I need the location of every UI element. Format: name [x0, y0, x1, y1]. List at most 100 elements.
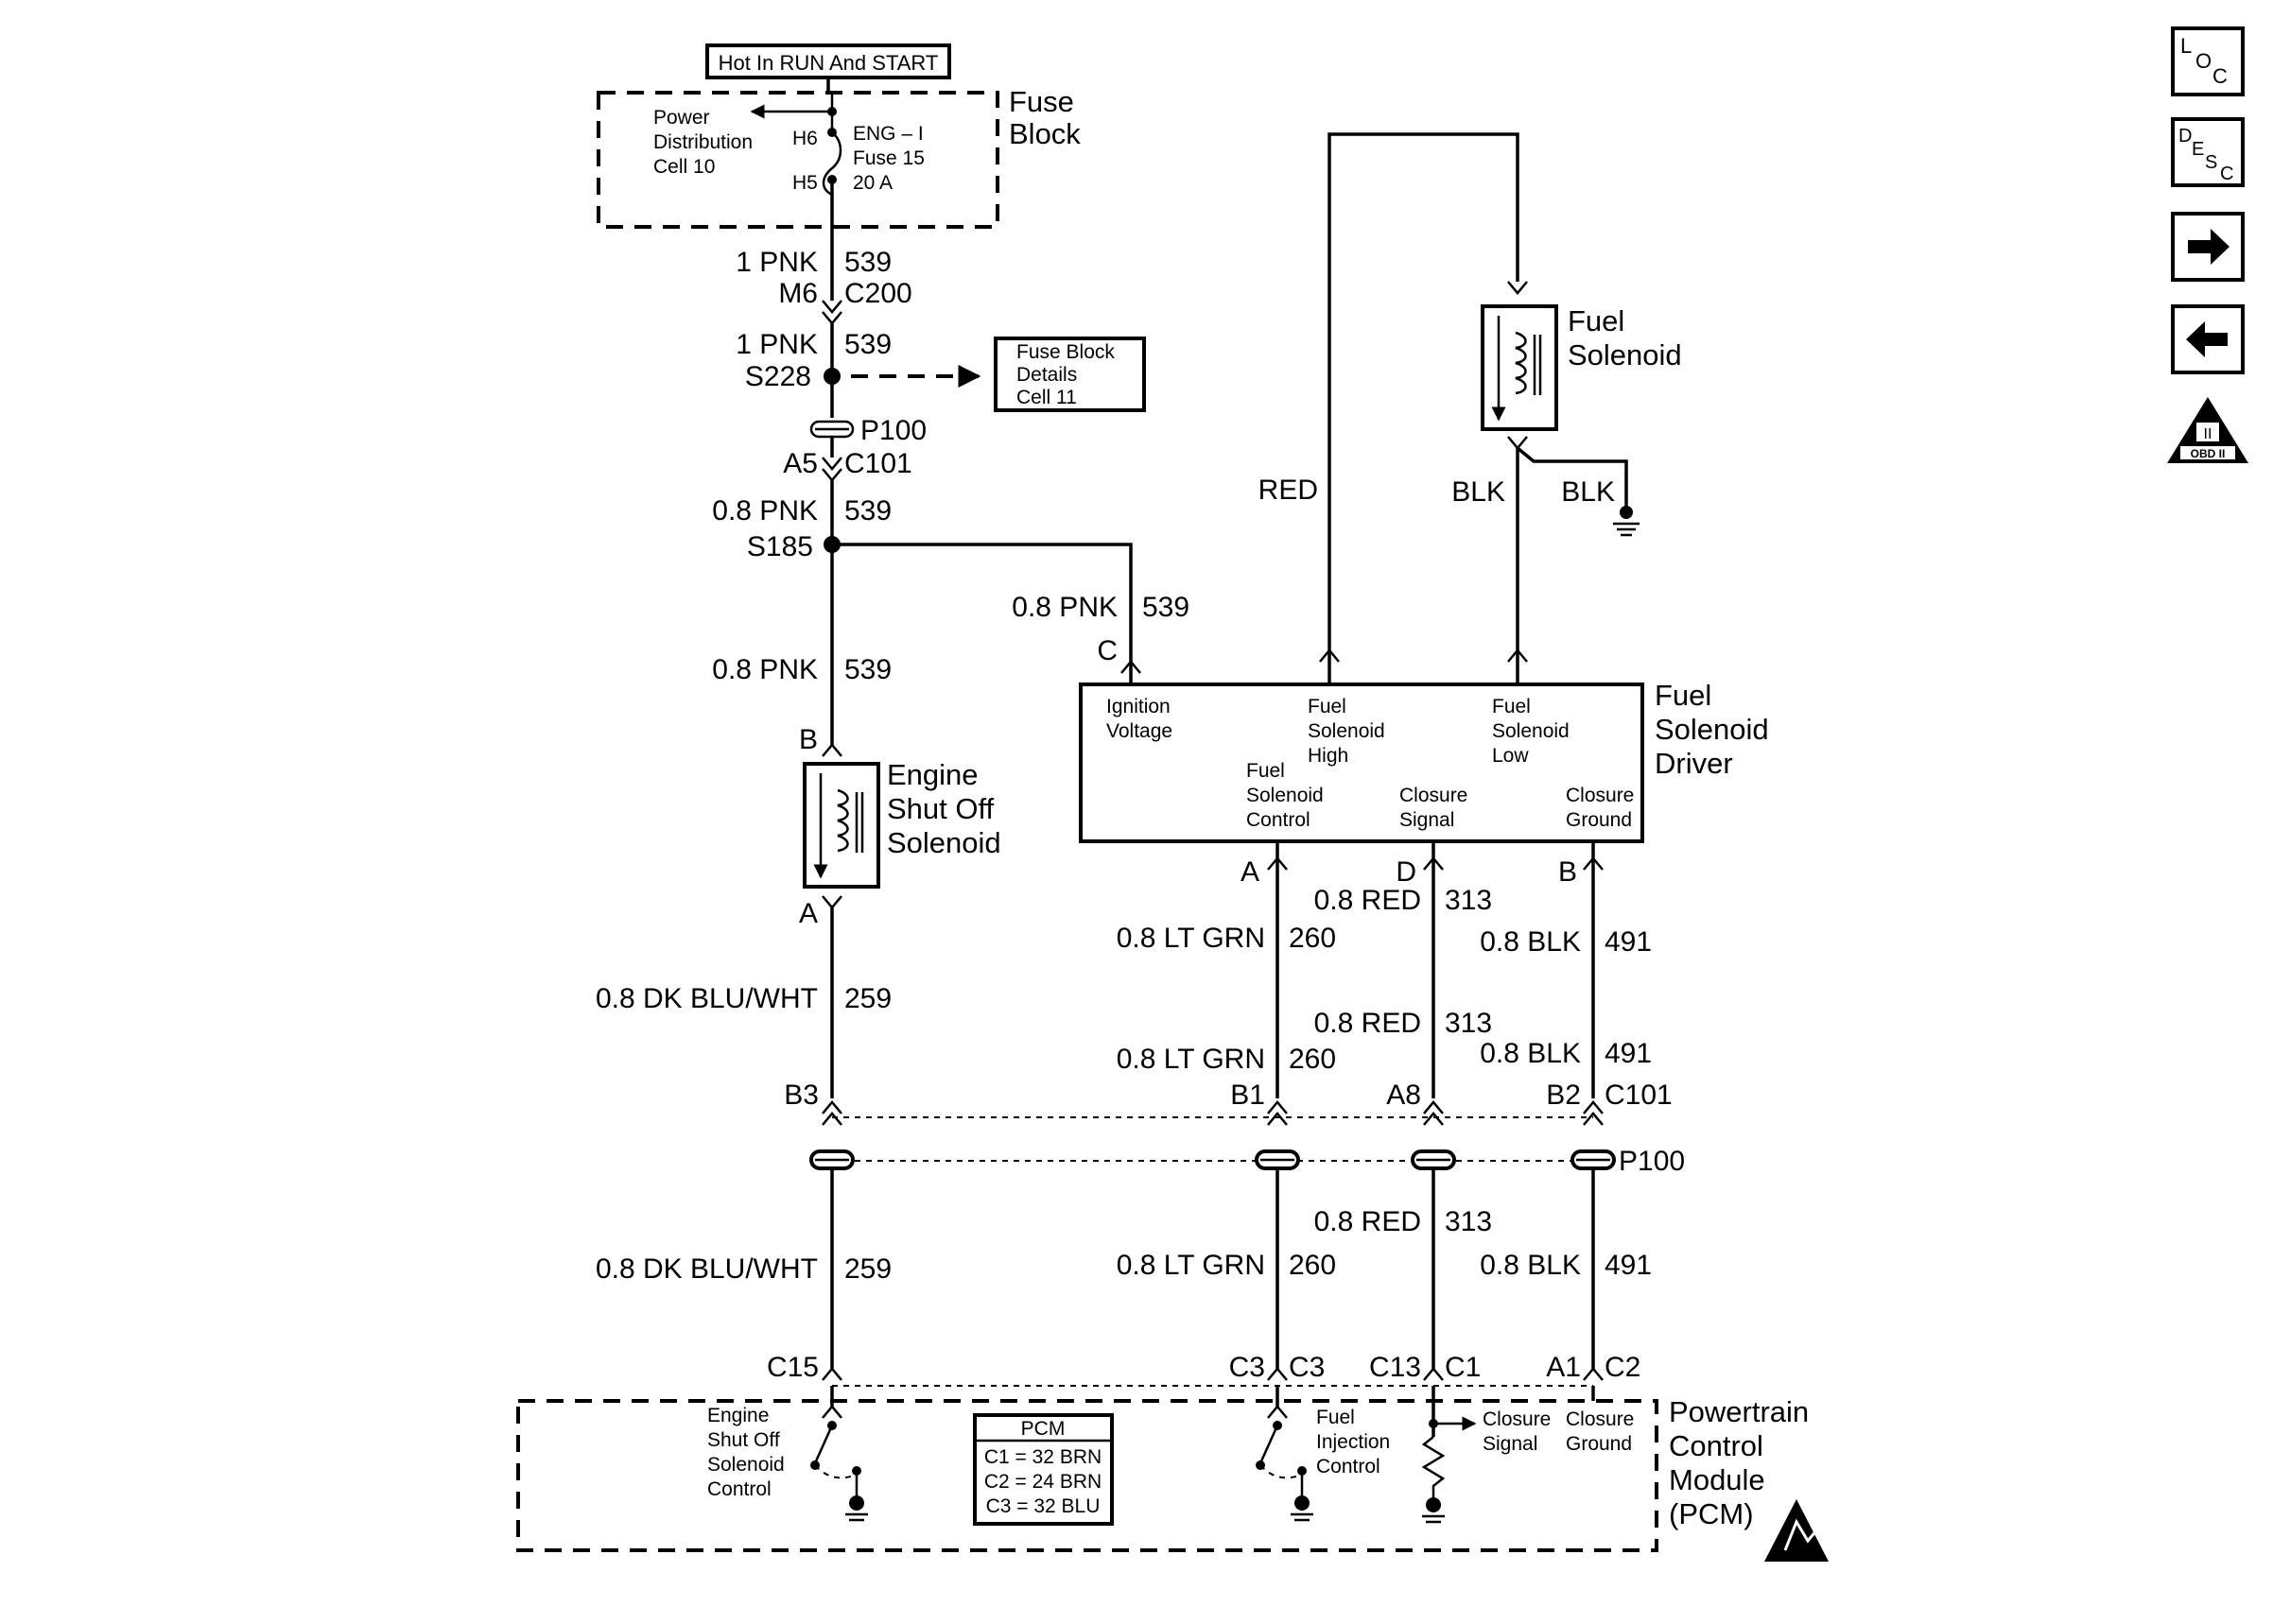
wire-259-gauge-b: 0.8 DK BLU/WHT	[596, 1253, 818, 1285]
driver-pin-b: B	[1558, 856, 1577, 888]
c101-chevrons	[822, 1100, 1604, 1126]
fuel-solenoid-coil-icon	[1491, 316, 1542, 422]
pcm-table-row-2: C2 = 24 BRN	[984, 1471, 1102, 1493]
solenoid-pin-a: A	[799, 898, 818, 929]
esos-ground-icon	[845, 1495, 868, 1522]
obd-ii-button[interactable]: II OBD II	[2167, 397, 2248, 463]
power-dist-1: Power	[653, 107, 710, 129]
driver-closure-sig-1: Closure	[1399, 785, 1467, 806]
desc-letter-s: S	[2205, 152, 2217, 173]
back-button[interactable]	[2171, 304, 2245, 374]
hot-label-text: Hot In RUN And START	[719, 51, 939, 75]
desc-letter-d: D	[2178, 126, 2192, 147]
driver-low-2: Solenoid	[1492, 720, 1570, 742]
wire-260-circuit-c: 260	[1289, 1250, 1336, 1281]
wire-491-circuit-c: 491	[1605, 1250, 1652, 1281]
fuel-solenoid-label-2: Solenoid	[1568, 338, 1682, 371]
fuse-details-3: Cell 11	[1016, 387, 1077, 408]
wire-260-gauge-b: 0.8 LT GRN	[1117, 1044, 1265, 1075]
pcm-closure-gnd-2: Ground	[1566, 1433, 1632, 1455]
driver-high-2: Solenoid	[1308, 720, 1385, 742]
fic-label-3: Control	[1316, 1456, 1380, 1477]
branch-gauge: 0.8 PNK	[1012, 592, 1118, 623]
pcm-closure-sig-1: Closure	[1483, 1408, 1551, 1430]
conn-c101-top: C101	[844, 448, 912, 479]
wire-260-circuit-a: 260	[1289, 923, 1336, 954]
wire-circuit-1: 539	[844, 247, 892, 278]
engine-shutoff-solenoid	[803, 762, 880, 889]
engine-solenoid-label-2: Shut Off	[887, 792, 995, 825]
pcm-pin-c2: C2	[1605, 1352, 1640, 1383]
wire-gauge-3: 0.8 PNK	[712, 495, 818, 527]
fuse-block-title-2: Block	[1009, 117, 1081, 150]
power-dist-2: Distribution	[653, 131, 753, 153]
esos-switch-icon	[813, 1425, 834, 1464]
arrow-right-icon	[2188, 229, 2230, 265]
wire-260-gauge-c: 0.8 LT GRN	[1117, 1250, 1265, 1281]
fic-ground-icon	[1291, 1495, 1313, 1522]
esos-label-1: Engine	[707, 1405, 769, 1426]
pcm-title-3: Module	[1669, 1463, 1765, 1496]
wire-red	[1327, 132, 1519, 650]
splice-s185-label: S185	[747, 531, 813, 562]
fuse-details-2: Details	[1016, 364, 1077, 386]
obd-roman: II	[2204, 426, 2212, 442]
fuse-pin-h5: H5	[792, 172, 818, 194]
pcm-pin-c13: C13	[1369, 1352, 1421, 1383]
esos-label-3: Solenoid	[707, 1454, 785, 1476]
loc-letter-c: C	[2212, 64, 2228, 88]
ground-icon	[1613, 506, 1640, 537]
obd-label: OBD II	[2191, 447, 2226, 460]
wire-491-circuit-a: 491	[1605, 926, 1652, 958]
wire-circuit-3: 539	[844, 495, 892, 527]
pcm-pin-c15: C15	[767, 1352, 819, 1383]
location-button[interactable]: L O C	[2171, 26, 2245, 96]
fuse-info-1: ENG – I	[853, 123, 924, 145]
c101-pin-b2: B2	[1546, 1080, 1581, 1111]
pcm-pin-a1: A1	[1546, 1352, 1581, 1383]
esd-warning-icon	[1764, 1499, 1829, 1562]
fic-label-2: Injection	[1316, 1431, 1390, 1453]
wire-491-circuit-b: 491	[1605, 1038, 1652, 1069]
driver-ign-1: Ignition	[1106, 696, 1171, 717]
closure-ground-icon	[1422, 1497, 1445, 1524]
wire-259-circuit: 259	[844, 983, 892, 1014]
power-dist-3: Cell 10	[653, 156, 715, 178]
arrow-left-icon	[2186, 321, 2228, 357]
wire-gauge-4: 0.8 PNK	[712, 654, 818, 685]
description-button[interactable]: D E S C	[2171, 117, 2245, 187]
driver-low-1: Fuel	[1492, 696, 1531, 717]
esos-label-2: Shut Off	[707, 1429, 780, 1451]
pcm-table-row-1: C1 = 32 BRN	[984, 1446, 1102, 1468]
fic-switch-icon	[1258, 1425, 1279, 1464]
desc-letter-e: E	[2192, 139, 2204, 160]
fuse-block-box	[597, 91, 999, 229]
c101-pin-b3: B3	[784, 1080, 819, 1111]
pcm-closure-sig-2: Signal	[1483, 1433, 1537, 1455]
driver-pin-c: C	[1097, 635, 1118, 666]
conn-pin-m6: M6	[778, 278, 818, 309]
pcm-connector-table	[973, 1413, 1114, 1526]
wire-red-label: RED	[1258, 475, 1318, 506]
driver-pin-a: A	[1241, 856, 1259, 888]
fuse-details-1: Fuse Block	[1016, 341, 1115, 363]
hot-label: Hot In RUN And START	[705, 43, 951, 79]
splice-s228	[824, 368, 841, 385]
next-button[interactable]	[2171, 212, 2245, 282]
pcm-title-1: Powertrain	[1669, 1395, 1809, 1428]
fuse-info-3: 20 A	[853, 172, 893, 194]
driver-closure-gnd-1: Closure	[1566, 785, 1634, 806]
driver-high-1: Fuel	[1308, 696, 1346, 717]
driver-title-1: Fuel	[1655, 679, 1711, 712]
wire-491-gauge-b: 0.8 BLK	[1480, 1038, 1581, 1069]
driver-title-3: Driver	[1655, 747, 1733, 780]
wire-313-gauge-a: 0.8 RED	[1314, 885, 1421, 916]
engine-solenoid-label-1: Engine	[887, 758, 979, 791]
wire-circuit-4: 539	[844, 654, 892, 685]
wire-313-gauge-c: 0.8 RED	[1314, 1206, 1421, 1237]
inline-connector-p100	[809, 420, 855, 439]
wire-259-circuit-b: 259	[844, 1253, 892, 1285]
wire-gauge-1: 1 PNK	[736, 247, 818, 278]
desc-letter-c: C	[2220, 164, 2233, 184]
